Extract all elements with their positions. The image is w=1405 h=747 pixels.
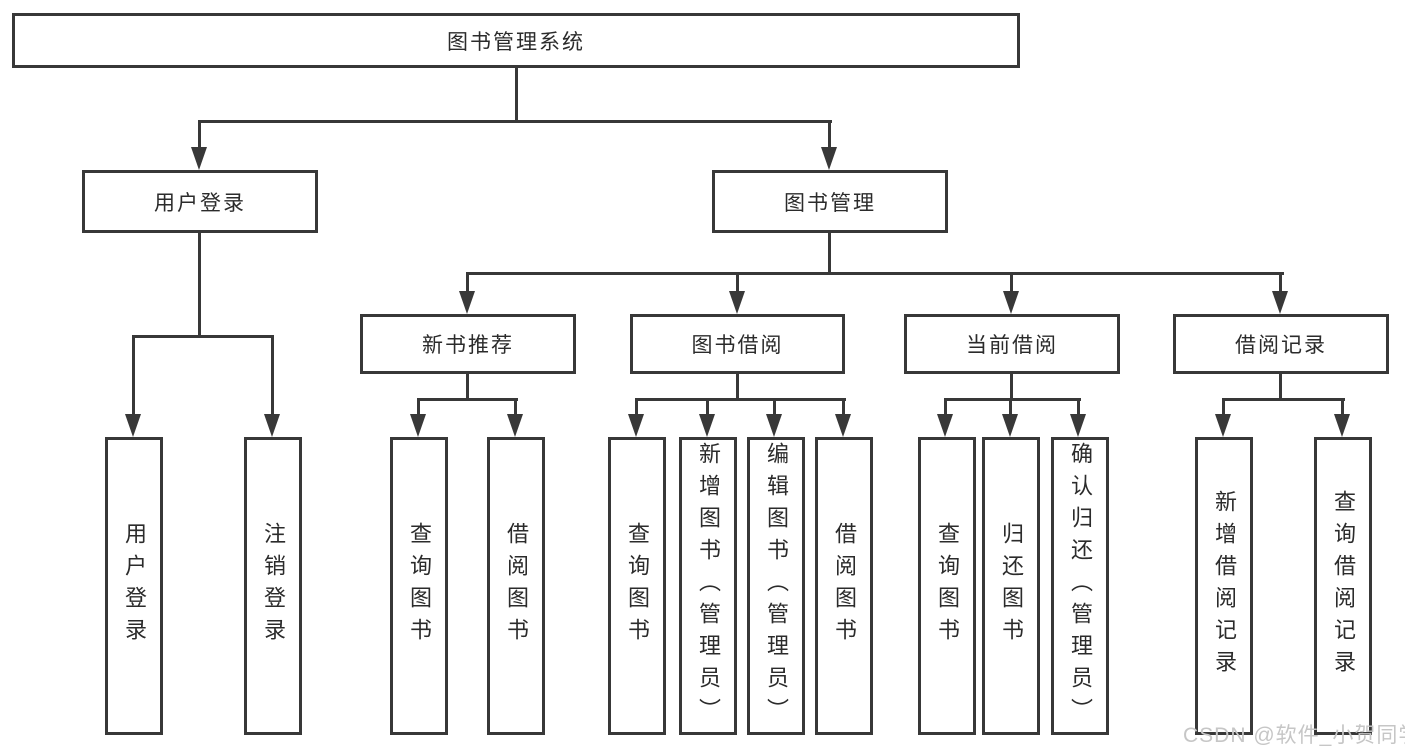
connector-drop-current-borrow [1010,272,1013,294]
connector-drop-user-login [198,120,201,150]
connector-borrow-records-branch [1222,398,1345,401]
csdn-watermark: CSDN @软件_小贺同学 [1183,724,1405,747]
leaf-label: 查询借阅记录 [1331,490,1356,682]
leaf-query-books-recommend: 查询图书 [390,437,448,735]
arrowhead-icon [410,414,426,437]
arrowhead-icon [1272,291,1288,314]
connector-current-borrow-branch [944,398,1081,401]
leaf-query-books-borrow: 查询图书 [608,437,666,735]
connector-drop-leaf [514,398,517,416]
connector-drop-leaf [944,398,947,416]
connector-drop-leaf [417,398,420,416]
leaf-label: 新增借阅记录 [1212,490,1237,682]
arrowhead-icon [1003,291,1019,314]
arrowhead-icon [729,291,745,314]
connector-drop-leaf [706,398,709,416]
connector-drop-new-book [466,272,469,294]
arrowhead-icon [699,414,715,437]
arrowhead-icon [1070,414,1086,437]
node-new-book-recommend: 新书推荐 [360,314,576,374]
leaf-borrow-books-recommend: 借阅图书 [487,437,545,735]
arrowhead-icon [1002,414,1018,437]
leaf-label: 确认归还（管理员） [1068,442,1093,730]
leaf-add-borrow-record: 新增借阅记录 [1195,437,1253,735]
connector-drop-leaf [1222,398,1225,416]
leaf-borrow-books: 借阅图书 [815,437,873,735]
node-book-management: 图书管理 [712,170,948,233]
connector-level1-branch [198,120,832,123]
node-user-login: 用户登录 [82,170,318,233]
leaf-user-login: 用户登录 [105,437,163,735]
connector-drop-leaf [1009,398,1012,416]
arrowhead-icon [191,147,207,170]
node-borrow-records-label: 借阅记录 [1235,334,1327,357]
leaf-label: 查询图书 [407,522,432,650]
leaf-query-borrow-record: 查询借阅记录 [1314,437,1372,735]
connector-drop-borrow-records [1279,272,1282,294]
node-current-borrow-label: 当前借阅 [966,334,1058,357]
connector-drop-leaf [1341,398,1344,416]
arrowhead-icon [937,414,953,437]
leaf-add-books-admin: 新增图书（管理员） [679,437,737,735]
leaf-label: 查询图书 [935,522,960,650]
arrowhead-icon [1215,414,1231,437]
leaf-label: 新增图书（管理员） [696,442,721,730]
connector-drop-book-borrow [736,272,739,294]
arrowhead-icon [1334,414,1350,437]
leaf-confirm-return-admin: 确认归还（管理员） [1051,437,1109,735]
arrowhead-icon [821,147,837,170]
connector-drop-leaf [1077,398,1080,416]
arrowhead-icon [766,414,782,437]
leaf-label: 用户登录 [122,522,147,650]
connector-drop-leaf [635,398,638,416]
connector-drop-leaf [842,398,845,416]
connector-book-borrow-branch [635,398,846,401]
connector-book-borrow-stem [736,374,739,400]
leaf-label: 查询图书 [625,522,650,650]
arrowhead-icon [459,291,475,314]
leaf-label: 借阅图书 [832,522,857,650]
connector-drop-leaf [773,398,776,416]
node-root: 图书管理系统 [12,13,1020,68]
leaf-label: 归还图书 [999,522,1024,650]
leaf-return-books: 归还图书 [982,437,1040,735]
connector-drop-leaf [132,335,135,415]
arrowhead-icon [264,414,280,437]
connector-root-stem [515,68,518,120]
connector-drop-book-management [828,120,831,150]
connector-new-book-branch [417,398,518,401]
connector-book-management-stem [828,233,831,273]
connector-borrow-records-stem [1279,374,1282,400]
arrowhead-icon [628,414,644,437]
connector-user-login-branch [132,335,274,338]
connector-level2-branch [466,272,1284,275]
arrowhead-icon [507,414,523,437]
connector-user-login-stem [198,233,201,338]
node-book-borrow: 图书借阅 [630,314,845,374]
connector-new-book-stem [466,374,469,400]
node-user-login-label: 用户登录 [154,191,246,215]
node-book-borrow-label: 图书借阅 [691,334,784,357]
leaf-query-books-current: 查询图书 [918,437,976,735]
leaf-label: 借阅图书 [504,522,529,650]
node-borrow-records: 借阅记录 [1173,314,1389,374]
node-root-label: 图书管理系统 [447,30,585,54]
leaf-edit-books-admin: 编辑图书（管理员） [747,437,805,735]
connector-drop-leaf [271,335,274,415]
leaf-logout: 注销登录 [244,437,302,735]
node-book-management-label: 图书管理 [784,191,876,215]
connector-current-borrow-stem [1010,374,1013,400]
arrowhead-icon [835,414,851,437]
leaf-label: 编辑图书（管理员） [764,442,789,730]
node-new-book-recommend-label: 新书推荐 [422,334,514,357]
node-current-borrow: 当前借阅 [904,314,1120,374]
leaf-label: 注销登录 [261,522,286,650]
arrowhead-icon [125,414,141,437]
